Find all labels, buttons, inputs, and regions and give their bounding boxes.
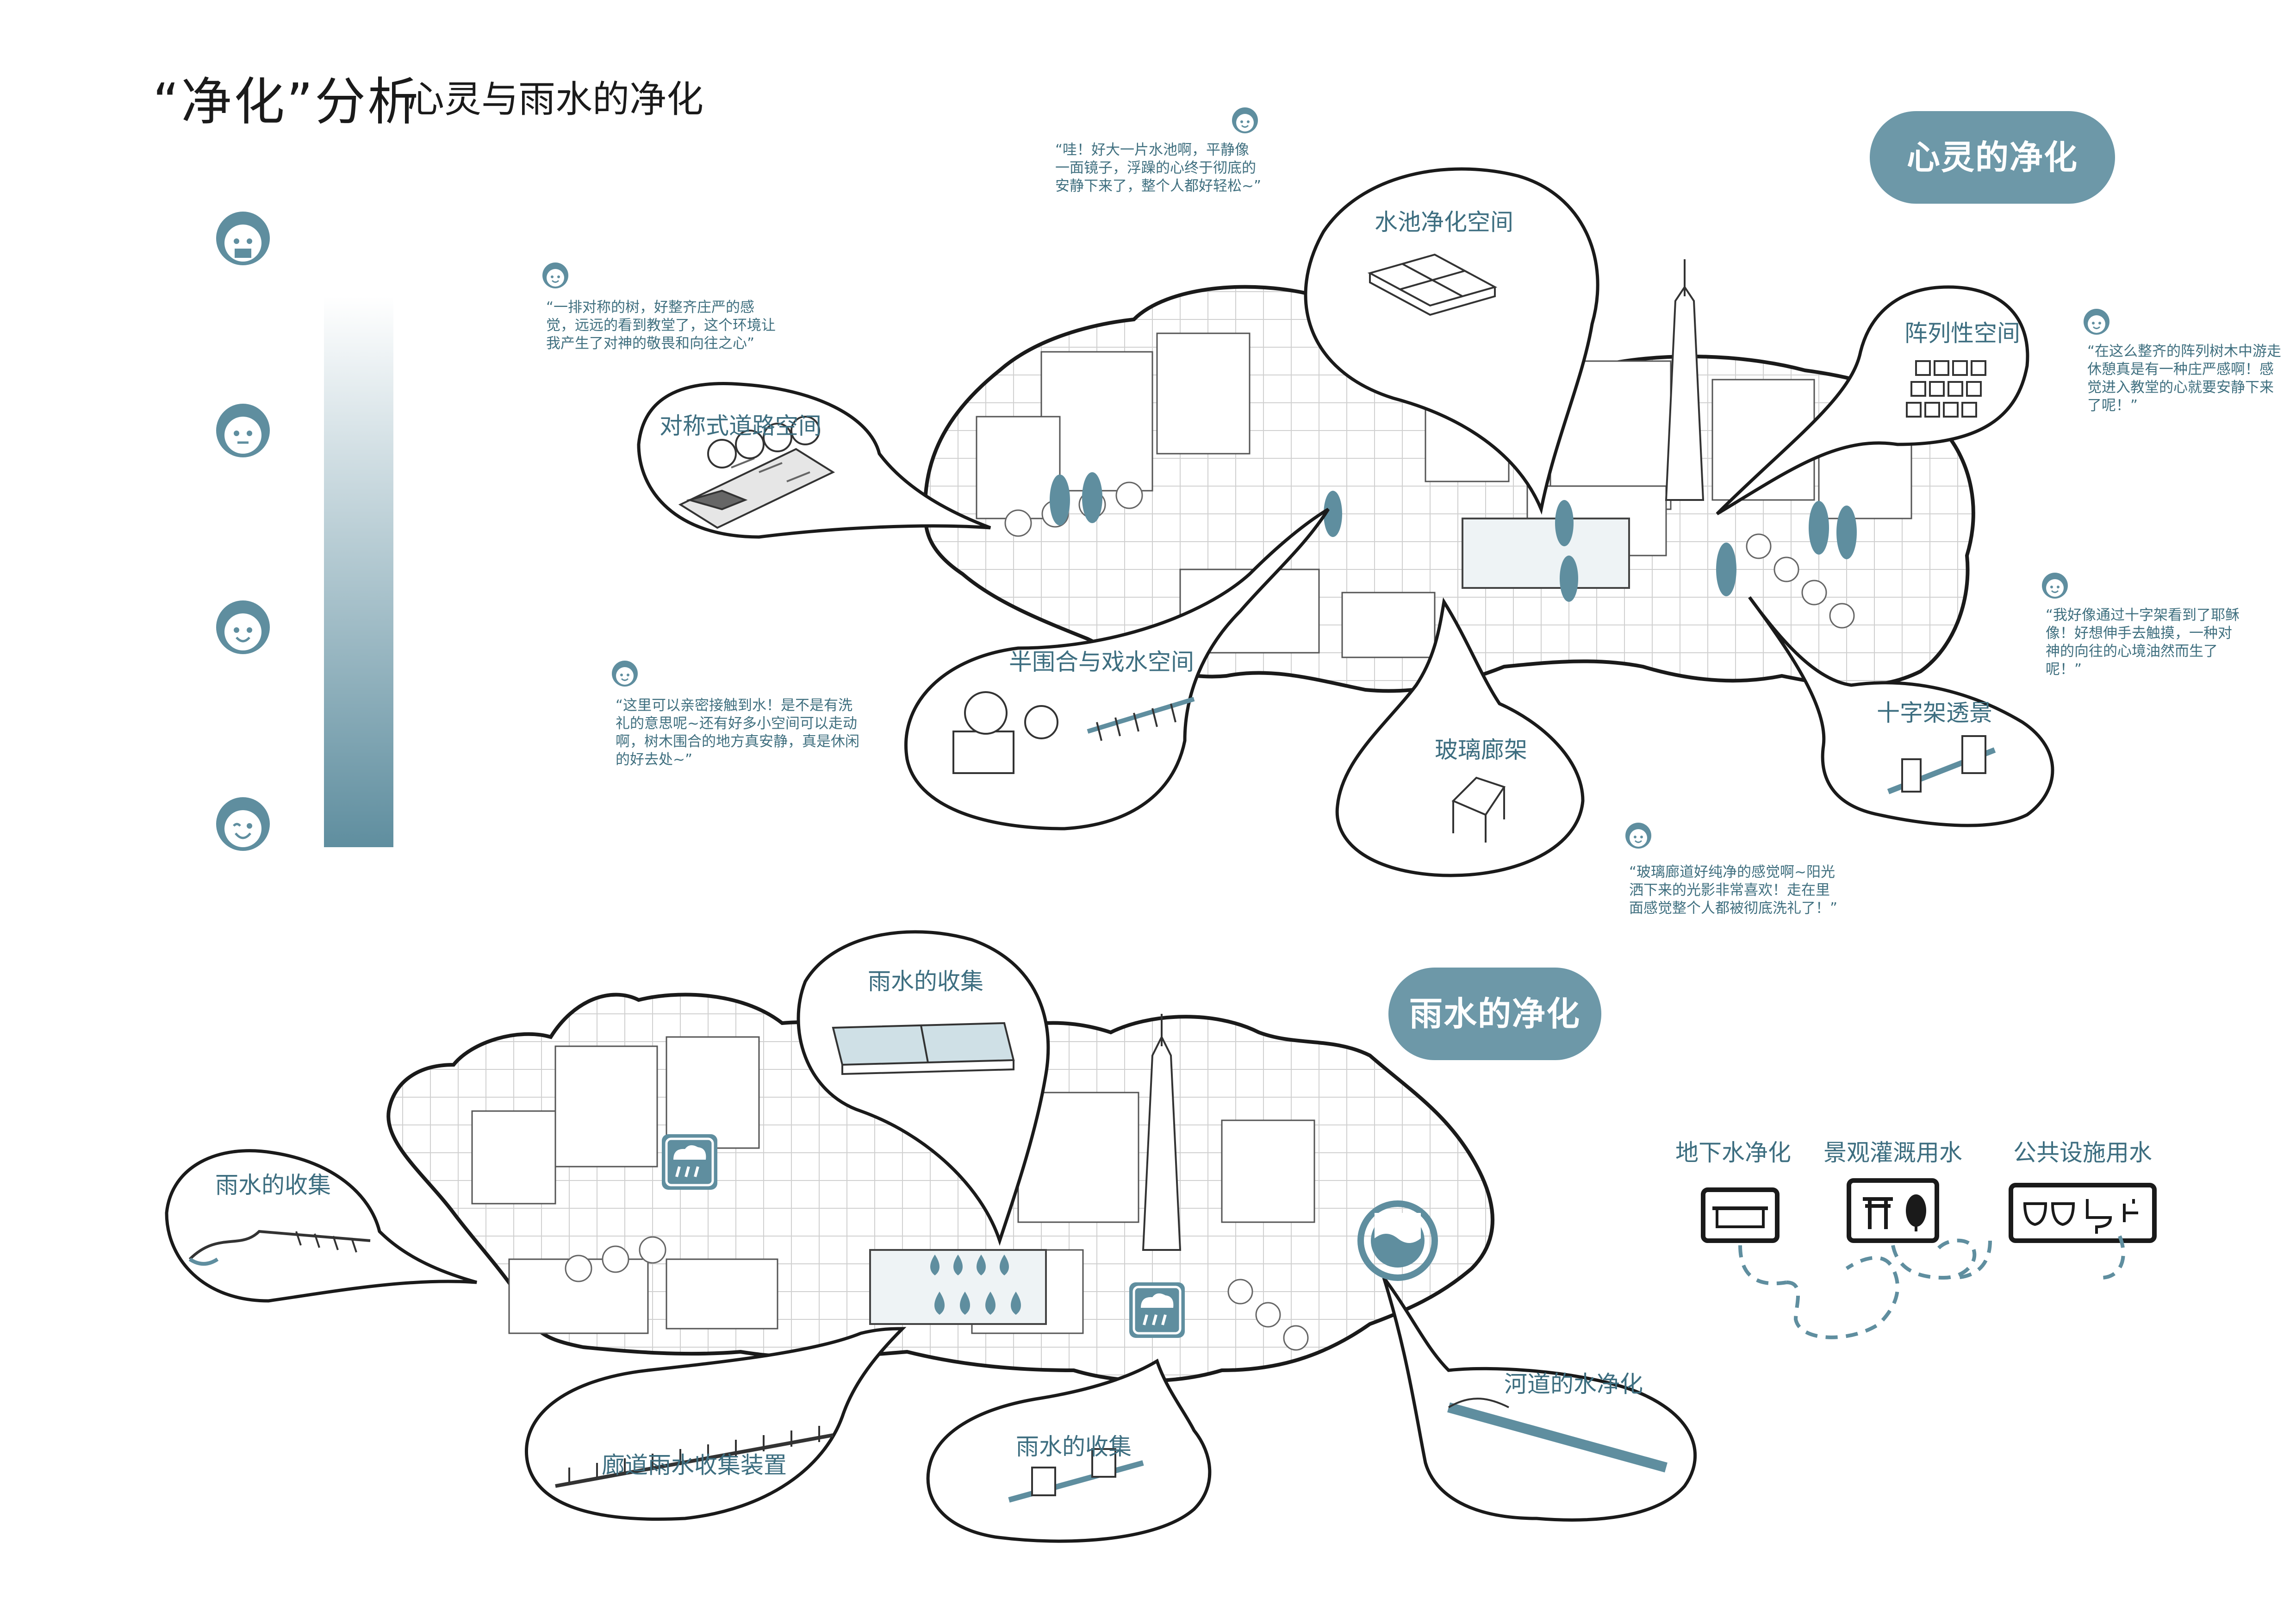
river-purify-sketch bbox=[1447, 1398, 1668, 1473]
face-smile-icon bbox=[2041, 572, 2069, 600]
glass-corridor-sketch bbox=[1451, 776, 1506, 843]
face-smile-icon bbox=[1624, 822, 1652, 849]
badge-mind-purification: 心灵的净化 bbox=[1870, 111, 2115, 204]
face-sad-icon bbox=[216, 212, 270, 265]
bubble-rain-left bbox=[165, 1149, 477, 1303]
quote-array: “在这么整齐的阵列树木中游走休憩真是有一种庄严感啊！感觉进入教堂的心就要安静下来… bbox=[2087, 343, 2282, 414]
label-corridor-collector: 廊道雨水收集装置 bbox=[602, 1452, 787, 1479]
label-rain-collect-left: 雨水的收集 bbox=[215, 1172, 331, 1199]
face-smile-icon bbox=[611, 660, 639, 687]
rain-pipe-sketch bbox=[188, 1230, 371, 1266]
label-semi-water: 半围合与戏水空间 bbox=[1009, 649, 1194, 675]
bubble-glass bbox=[1335, 597, 1585, 877]
water-drops-icon bbox=[930, 1255, 1021, 1315]
label-rain-collect-bottom: 雨水的收集 bbox=[1016, 1433, 1132, 1460]
label-groundwater: 地下水净化 bbox=[1675, 1139, 1791, 1166]
toilet-sink-icon bbox=[2009, 1183, 2157, 1243]
quote-semi: “这里可以亲密接触到水！是不是有洗礼的意思呢~还有好多小空间可以走动啊，树木围合… bbox=[616, 697, 859, 768]
symmetric-road-sketch bbox=[678, 416, 835, 529]
badge-rain-purification: 雨水的净化 bbox=[1388, 968, 1601, 1060]
rain-channel-sketch bbox=[1008, 1448, 1144, 1503]
bubble-rain-top bbox=[796, 930, 1050, 1246]
label-landscape-irrigation: 景观灌溉用水 bbox=[1823, 1139, 1962, 1166]
face-smile-icon bbox=[1231, 106, 1259, 134]
bubble-array bbox=[1716, 285, 2029, 516]
label-symmetric-road: 对称式道路空间 bbox=[660, 412, 821, 439]
array-sketch bbox=[1906, 360, 1986, 418]
people-silhouettes bbox=[1050, 472, 1857, 602]
corridor-collector-sketch bbox=[555, 1426, 834, 1488]
label-rain-collect-top: 雨水的收集 bbox=[868, 968, 983, 995]
rain-panel-sketch bbox=[832, 1022, 1015, 1075]
bubble-pool bbox=[1304, 167, 1599, 515]
label-glass-corridor: 玻璃廊架 bbox=[1435, 737, 1527, 763]
cross-view-sketch bbox=[1887, 735, 1996, 794]
face-smile-icon bbox=[2083, 308, 2110, 336]
page-subtitle: 心灵与雨水的净化 bbox=[407, 78, 703, 121]
rain-cloud-icon bbox=[1129, 1282, 1185, 1338]
rain-cloud-icon bbox=[662, 1134, 717, 1190]
quote-symmetric: “一排对称的树，好整齐庄严的感觉，远远的看到教堂了，这个环境让我产生了对神的敬畏… bbox=[546, 299, 776, 352]
torii-tree-icon bbox=[1847, 1178, 1939, 1243]
semi-water-sketch bbox=[952, 691, 1195, 774]
bubble-rain-bottom bbox=[926, 1358, 1212, 1543]
bubble-corridor bbox=[525, 1327, 907, 1521]
label-river-purify: 河道的水净化 bbox=[1504, 1371, 1643, 1398]
quote-glass: “玻璃廊道好纯净的感觉啊~阳光洒下来的光影非常喜欢！走在里面感觉整个人都被彻底洗… bbox=[1629, 864, 1838, 917]
label-pool-space: 水池净化空间 bbox=[1375, 209, 1513, 236]
face-happy-icon bbox=[216, 797, 270, 851]
emotion-gradient-bar bbox=[324, 296, 393, 847]
pool-sketch bbox=[1367, 253, 1498, 316]
page-title: “净化”分析 bbox=[153, 72, 420, 131]
water-flow-path bbox=[1738, 1238, 1992, 1339]
quote-pool: “哇！好大一片水池啊，平静像一面镜子，浮躁的心终于彻底的安静下来了，整个人都好轻… bbox=[1055, 142, 1262, 194]
water-flow-path bbox=[2101, 1235, 2125, 1280]
bubble-river bbox=[1382, 1276, 1697, 1522]
face-smile-icon bbox=[216, 600, 270, 654]
face-neutral-icon bbox=[216, 404, 270, 457]
label-array-space: 阵列性空间 bbox=[1904, 320, 2020, 347]
label-public-facility: 公共设施用水 bbox=[2013, 1139, 2152, 1166]
lower-city-illustration bbox=[386, 993, 1494, 1383]
basin-icon bbox=[1701, 1187, 1780, 1243]
river-wave-icon bbox=[1357, 1200, 1438, 1281]
face-smile-icon bbox=[541, 262, 569, 289]
quote-cross: “我好像通过十字架看到了耶稣像！好想伸手去触摸，一种对神的向往的心境油然而生了呢… bbox=[2046, 607, 2240, 678]
label-cross-view: 十字架透景 bbox=[1877, 700, 1992, 726]
